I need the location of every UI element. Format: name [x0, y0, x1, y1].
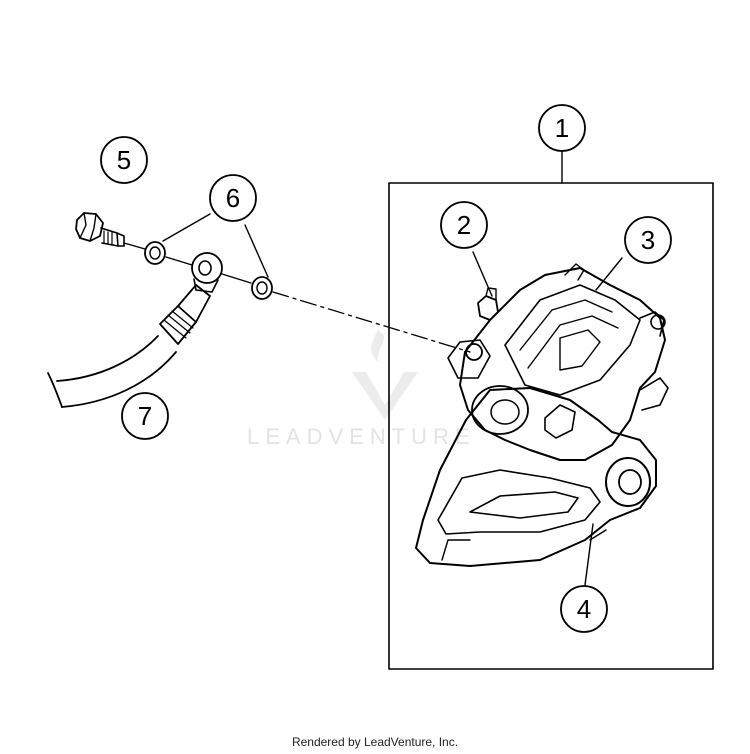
- callout-label-1: 1: [555, 113, 569, 143]
- seal-ring-a: [144, 241, 166, 265]
- callout-label-7: 7: [138, 401, 152, 431]
- footer-credit: Rendered by LeadVenture, Inc.: [291, 735, 459, 749]
- brake-caliper: [415, 263, 669, 567]
- callout-5: 5: [100, 136, 148, 184]
- brake-hose: [47, 252, 223, 408]
- assembly-frame: [388, 182, 714, 670]
- banjo-bolt: [75, 212, 125, 247]
- callout-7: 7: [121, 392, 169, 440]
- caliper-bracket: [415, 387, 657, 567]
- bracket-mount-hole: [605, 457, 651, 507]
- assembly-axis: [123, 242, 471, 353]
- callout-4: 4: [560, 585, 608, 633]
- callout-6: 6: [209, 174, 257, 222]
- callout-1: 1: [538, 104, 586, 152]
- callout-label-3: 3: [641, 225, 655, 255]
- callout-label-2: 2: [457, 210, 471, 240]
- callout-label-4: 4: [577, 594, 591, 624]
- callout-label-6: 6: [226, 183, 240, 213]
- watermark-text: LEADVENTURE: [247, 424, 476, 449]
- callout-label-5: 5: [117, 145, 131, 175]
- caliper-body: [459, 267, 666, 461]
- watermark: LEADVENTURE: [247, 330, 476, 449]
- callout-3: 3: [624, 216, 672, 264]
- seal-ring-b: [251, 276, 273, 300]
- watermark-logo: [352, 330, 418, 420]
- inlet-port: [465, 343, 483, 361]
- callout-2: 2: [440, 201, 488, 249]
- leader-lines: [162, 213, 623, 586]
